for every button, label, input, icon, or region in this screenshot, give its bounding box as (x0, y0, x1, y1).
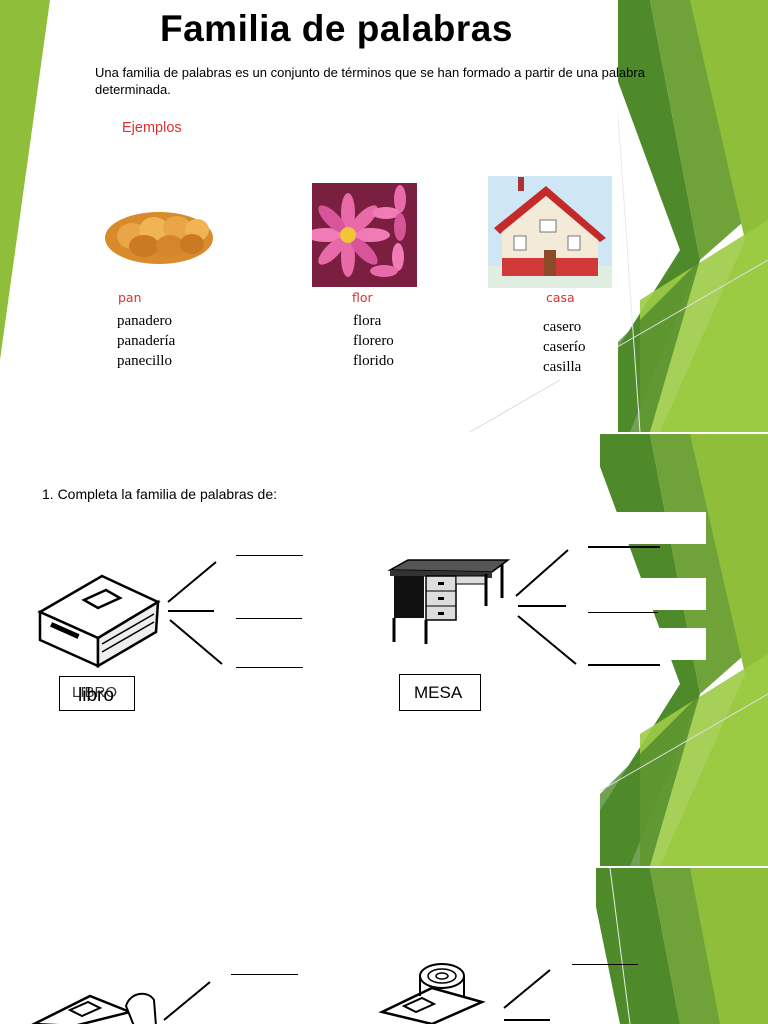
bread-icon (102, 200, 217, 272)
word-label-text: MESA (414, 683, 463, 702)
book-connector-lines (167, 561, 223, 665)
derived-word: florido (353, 353, 394, 369)
answer-blank[interactable] (231, 974, 298, 975)
answer-blank[interactable] (588, 612, 658, 613)
example-word-flor: flor (352, 290, 373, 305)
white-overlay (0, 868, 596, 1024)
word-label-text: libro (78, 685, 114, 706)
house-icon (488, 176, 612, 288)
slide-3 (0, 868, 768, 1024)
derived-word: panadero (117, 313, 172, 329)
book-connector-lines (163, 981, 211, 1021)
derived-list-casa: casero caserío casilla (543, 317, 592, 377)
word-label-mesa: MESA (399, 674, 481, 711)
book-icon (31, 992, 157, 1024)
answer-blank[interactable] (588, 664, 660, 666)
derived-word: flora (353, 313, 382, 329)
examples-heading: Ejemplos (122, 120, 182, 136)
derived-list-flor: flora florero florido (353, 311, 394, 371)
slide-1: Familia de palabras Una familia de palab… (0, 0, 768, 432)
answer-blank[interactable] (236, 667, 303, 668)
derived-word: casilla (543, 359, 582, 375)
word-label-overlay: LIBRO (72, 684, 118, 701)
flower-icon (312, 183, 417, 287)
answer-blank[interactable] (588, 546, 660, 548)
derived-word: casero (543, 319, 582, 335)
derived-word: panadería (117, 333, 176, 349)
desk-connector-lines (515, 549, 577, 665)
intro-paragraph: Una familia de palabras es un conjunto d… (95, 65, 645, 97)
derived-word: panecillo (117, 353, 172, 369)
answer-blank[interactable] (572, 964, 638, 965)
example-word-casa: casa (546, 290, 575, 305)
white-box (588, 628, 706, 660)
derived-word: caserío (543, 339, 586, 355)
answer-blank[interactable] (236, 555, 303, 556)
derived-list-pan: panadero panadería panecillo (117, 311, 175, 371)
desk-icon (378, 963, 486, 1024)
desk-connector-lines (503, 969, 551, 1021)
desk-icon (387, 559, 511, 644)
page-title: Familia de palabras (160, 8, 513, 49)
white-box (588, 512, 706, 544)
word-label-libro: LIBRO libro (59, 676, 135, 711)
white-box (588, 578, 706, 610)
answer-blank[interactable] (236, 618, 302, 619)
book-icon (37, 574, 161, 669)
slide-2: 1. Completa la familia de palabras de: L… (0, 434, 768, 866)
green-decoration (588, 868, 768, 1024)
example-word-pan: pan (118, 290, 142, 305)
derived-word: florero (353, 333, 394, 349)
exercise-instruction: 1. Completa la familia de palabras de: (42, 486, 278, 502)
